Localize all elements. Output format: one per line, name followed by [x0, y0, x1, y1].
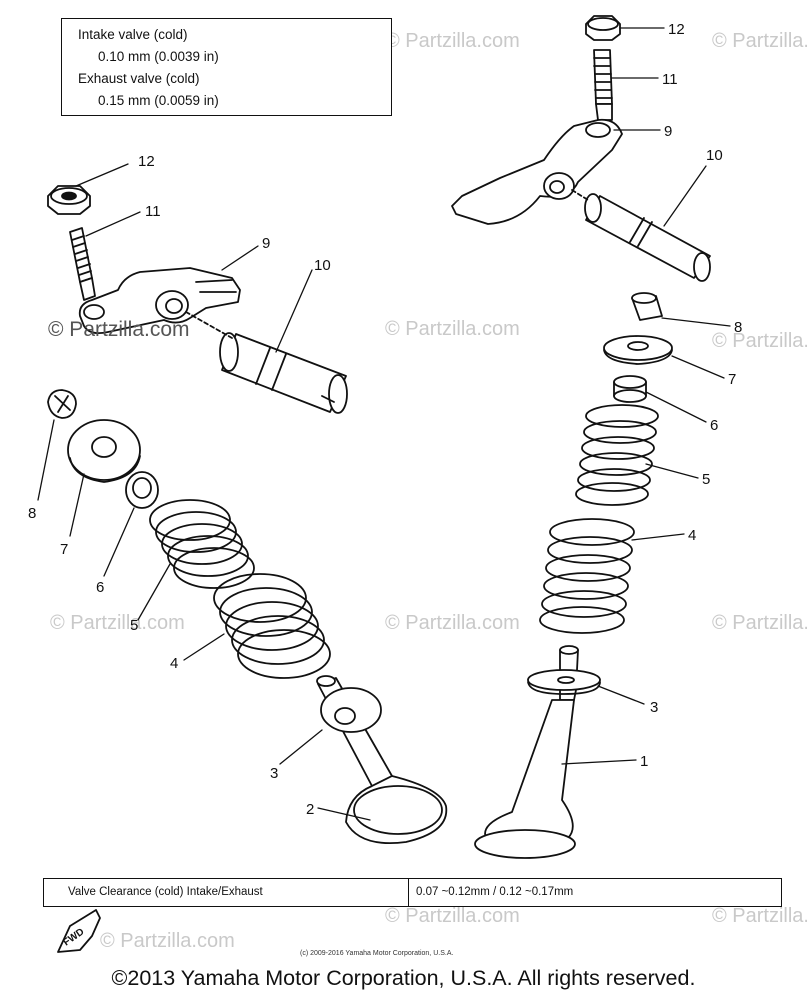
part-4-outer-spring-right [539, 518, 635, 634]
part-1-valve-right [474, 645, 579, 859]
spec-exhaust-label: Exhaust valve (cold) [78, 71, 200, 86]
callout-3: 3 [270, 765, 278, 782]
part-5-inner-spring-left [149, 499, 255, 589]
callout-6: 6 [96, 579, 104, 596]
callout-4: 4 [170, 655, 178, 672]
part-5-inner-spring-right [575, 404, 659, 506]
watermark: © Partzilla.com [385, 905, 520, 927]
fwd-arrow-icon [57, 909, 101, 953]
part-8-cotter-left [47, 389, 77, 419]
watermark: © Partzilla.com [385, 318, 520, 340]
clearance-label: Valve Clearance (cold) Intake/Exhaust [68, 886, 263, 898]
callout-9: 9 [664, 123, 672, 140]
clearance-value: 0.07 ~0.12mm / 0.12 ~0.17mm [416, 886, 574, 898]
watermark: © Partzilla.com [712, 905, 807, 927]
callout-3: 3 [650, 699, 658, 716]
watermark: © Partzilla.com [712, 612, 807, 634]
callout-1: 1 [640, 753, 648, 770]
part-7-retainer-right [603, 335, 673, 365]
watermark: © Partzilla.com [100, 930, 235, 952]
callout-2: 2 [306, 801, 314, 818]
part-4-outer-spring-left [213, 573, 331, 679]
callout-10: 10 [706, 147, 723, 164]
callout-12: 12 [138, 153, 155, 170]
callout-11: 11 [145, 203, 161, 220]
callout-9: 9 [262, 235, 270, 252]
part-12-nut-left [47, 185, 91, 215]
watermark: © Partzilla.com [385, 30, 520, 52]
callout-10: 10 [314, 257, 331, 274]
watermark: © Partzilla.com [712, 330, 807, 352]
callout-12: 12 [668, 21, 685, 38]
watermark-prominent: © Partzilla.com [48, 318, 190, 341]
part-12-nut-right [585, 15, 621, 41]
watermark: © Partzilla.com [385, 612, 520, 634]
part-3-seat-left [320, 687, 382, 733]
spec-intake-value: 0.10 mm (0.0039 in) [98, 49, 219, 64]
part-11-screw-right [593, 49, 613, 121]
watermark: © Partzilla.com [712, 30, 807, 52]
part-6-seal-right [613, 375, 647, 403]
part-10-rocker-shaft-left [219, 332, 348, 414]
part-6-seal-left [125, 471, 159, 509]
part-8-cotter-right [631, 292, 663, 321]
part-10-rocker-shaft-right [584, 193, 711, 282]
part-7-retainer-left [67, 419, 141, 483]
callout-7: 7 [728, 371, 736, 388]
callout-6: 6 [710, 417, 718, 434]
copyright-notice: ©2013 Yamaha Motor Corporation, U.S.A. A… [111, 966, 696, 990]
small-copyright: (c) 2009-2016 Yamaha Motor Corporation, … [300, 950, 454, 957]
valve-clearance-spec-box: Intake valve (cold) 0.10 mm (0.0039 in) … [61, 18, 392, 116]
callout-5: 5 [702, 471, 710, 488]
watermark: © Partzilla.com [50, 612, 185, 634]
spec-exhaust-value: 0.15 mm (0.0059 in) [98, 93, 219, 108]
callout-8: 8 [734, 319, 742, 336]
callout-7: 7 [60, 541, 68, 558]
callout-5: 5 [130, 617, 138, 634]
callout-11: 11 [662, 71, 678, 88]
part-3-seat-right [527, 669, 601, 695]
part-9-rocker-arm-right [451, 118, 623, 225]
callout-8: 8 [28, 505, 36, 522]
divider [408, 879, 409, 906]
callout-4: 4 [688, 527, 696, 544]
valve-clearance-bar: Valve Clearance (cold) Intake/Exhaust 0.… [43, 878, 782, 907]
part-11-screw-left [69, 227, 96, 301]
part-9-rocker-arm-left [78, 267, 241, 335]
spec-intake-label: Intake valve (cold) [78, 27, 188, 42]
